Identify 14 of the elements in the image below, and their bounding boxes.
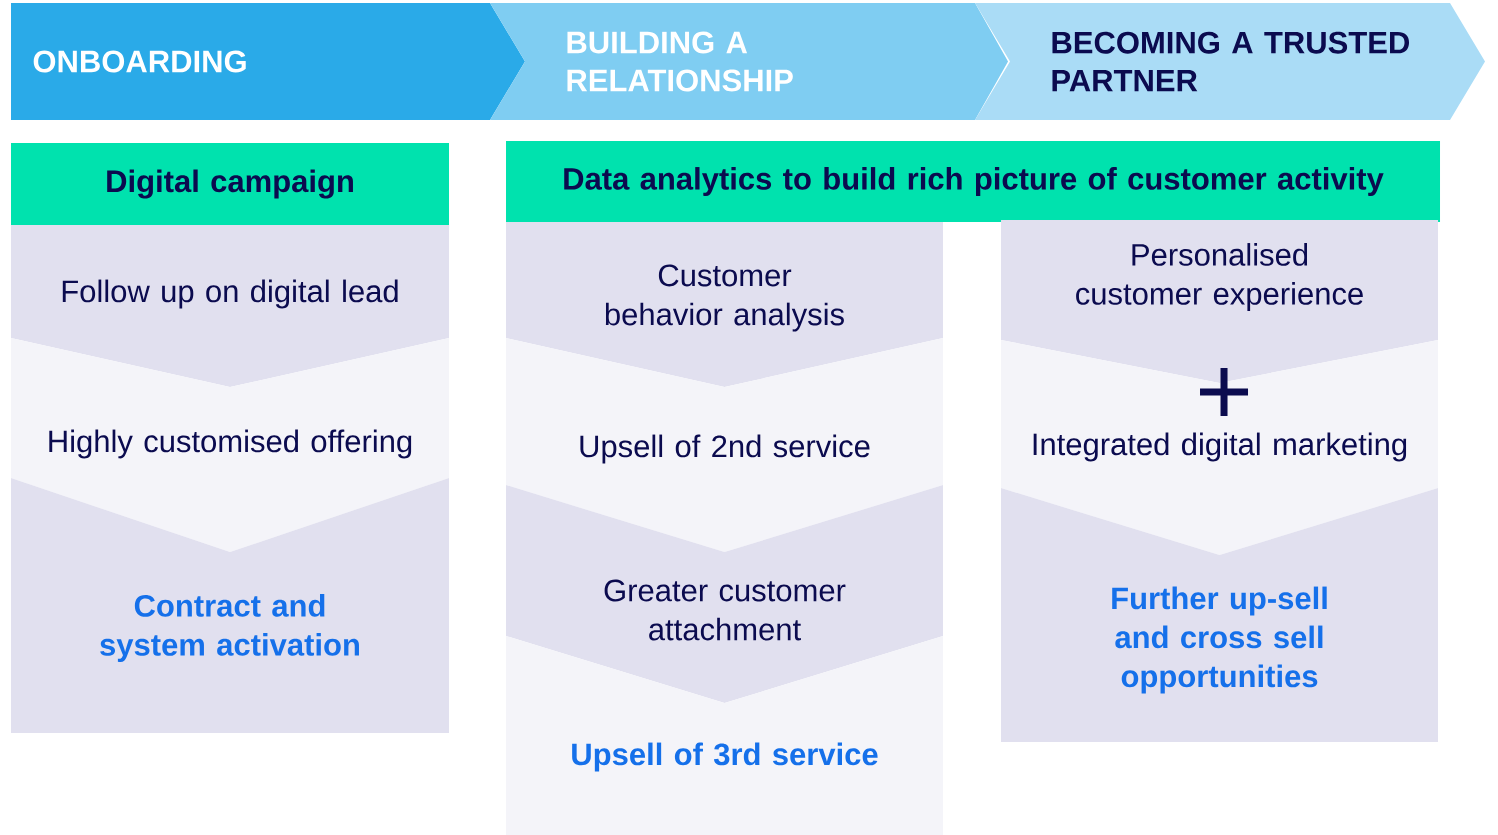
step-box: Highly customised offering — [11, 338, 449, 552]
step-box: Further up-sell and cross sell opportunities — [1001, 488, 1438, 742]
step-box: Personalised customer experience — [1001, 220, 1438, 383]
step-box: Follow up on digital lead — [11, 225, 449, 387]
phase-band: ONBOARDING — [11, 3, 525, 120]
step-box: Integrated digital marketing — [1001, 340, 1438, 555]
step-box: Greater customer attachment — [506, 485, 943, 703]
phase-band: BECOMING A TRUSTED PARTNER — [975, 3, 1485, 120]
step-box: Customer behavior analysis — [506, 222, 943, 387]
step-box: Contract and system activation — [11, 478, 449, 733]
header-bar: Data analytics to build rich picture of customer activity — [506, 141, 1440, 222]
header-bar: Digital campaign — [11, 143, 449, 225]
phase-band: BUILDING A RELATIONSHIP — [490, 3, 1008, 120]
step-box: Upsell of 2nd service — [506, 338, 943, 552]
